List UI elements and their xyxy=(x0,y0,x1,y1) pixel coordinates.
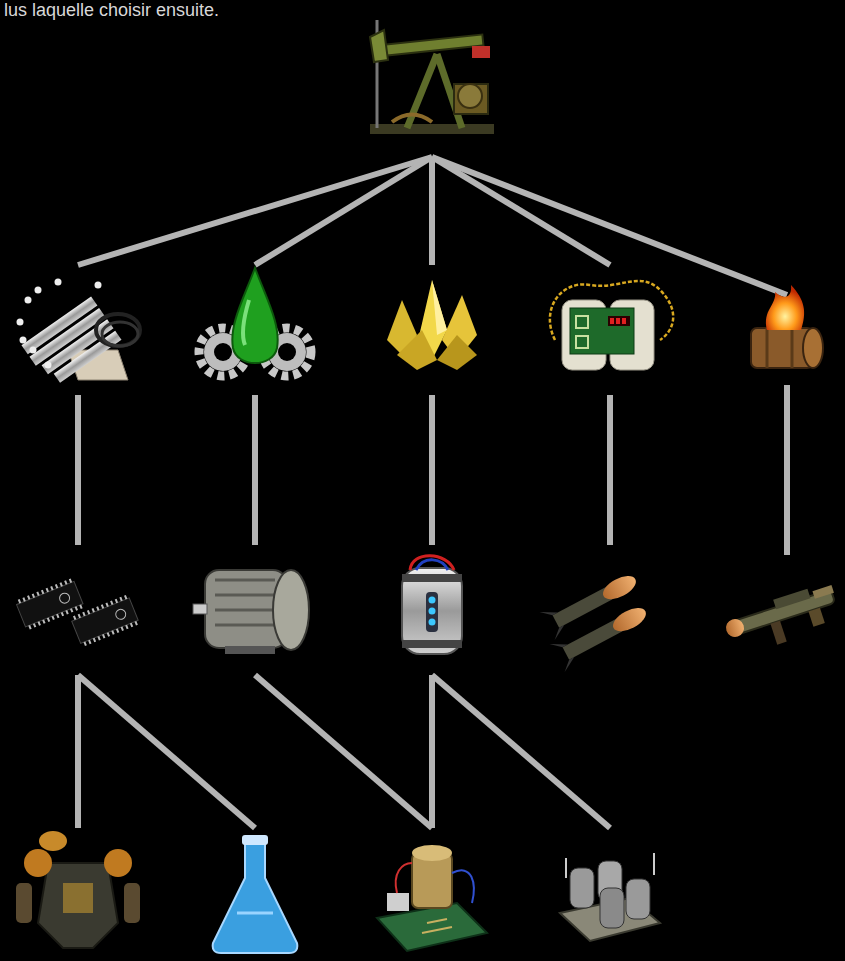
tech-icon-node xyxy=(732,555,842,665)
tree-connector xyxy=(255,675,432,828)
tech-icon-node xyxy=(13,265,143,395)
tree-connector xyxy=(432,675,610,828)
flask-icon xyxy=(213,835,298,953)
burning-barrel-icon xyxy=(751,285,823,368)
fuel-gears-icon xyxy=(199,268,311,376)
tech-icon-node xyxy=(367,828,497,958)
cropped-caption-text: lus laquelle choisir ensuite. xyxy=(4,0,219,21)
generator-icon xyxy=(560,853,660,941)
crystal-icon xyxy=(387,280,477,370)
tree-connector xyxy=(75,675,81,828)
materials-icon xyxy=(17,279,141,389)
tree-connector xyxy=(432,157,787,295)
tech-icon-node xyxy=(367,545,497,675)
tree-connector xyxy=(432,157,610,265)
tech-icon-node xyxy=(190,265,320,395)
missile-icon xyxy=(540,565,653,672)
tree-connector xyxy=(607,395,613,545)
tech-icon-node xyxy=(13,545,143,675)
tree-connector xyxy=(252,395,258,545)
tech-icon-node xyxy=(190,545,320,675)
tree-connector xyxy=(255,157,432,265)
chip-icon xyxy=(16,563,139,662)
tech-icon-node xyxy=(545,265,675,395)
tree-connector xyxy=(429,395,435,545)
pumpjack-icon xyxy=(370,20,494,134)
tech-icon-node xyxy=(367,265,497,395)
tech-icon-node xyxy=(732,295,842,385)
bomb-icon xyxy=(550,281,673,370)
tree-connector xyxy=(784,385,790,555)
tree-connector xyxy=(78,157,432,265)
tech-icon-node xyxy=(190,828,320,958)
armor-icon xyxy=(16,831,140,948)
circuit-board-icon xyxy=(377,845,487,951)
tree-connector xyxy=(78,675,255,828)
motor-icon xyxy=(193,570,309,654)
tech-icon-node xyxy=(13,828,143,958)
tree-connector xyxy=(429,675,435,828)
tree-connector xyxy=(429,157,435,265)
tech-icon-node xyxy=(545,545,675,675)
tech-icon-node xyxy=(357,7,507,157)
battery-icon xyxy=(402,556,462,654)
launcher-icon xyxy=(722,581,844,658)
tech-icon-node xyxy=(545,828,675,958)
tree-connector xyxy=(75,395,81,545)
